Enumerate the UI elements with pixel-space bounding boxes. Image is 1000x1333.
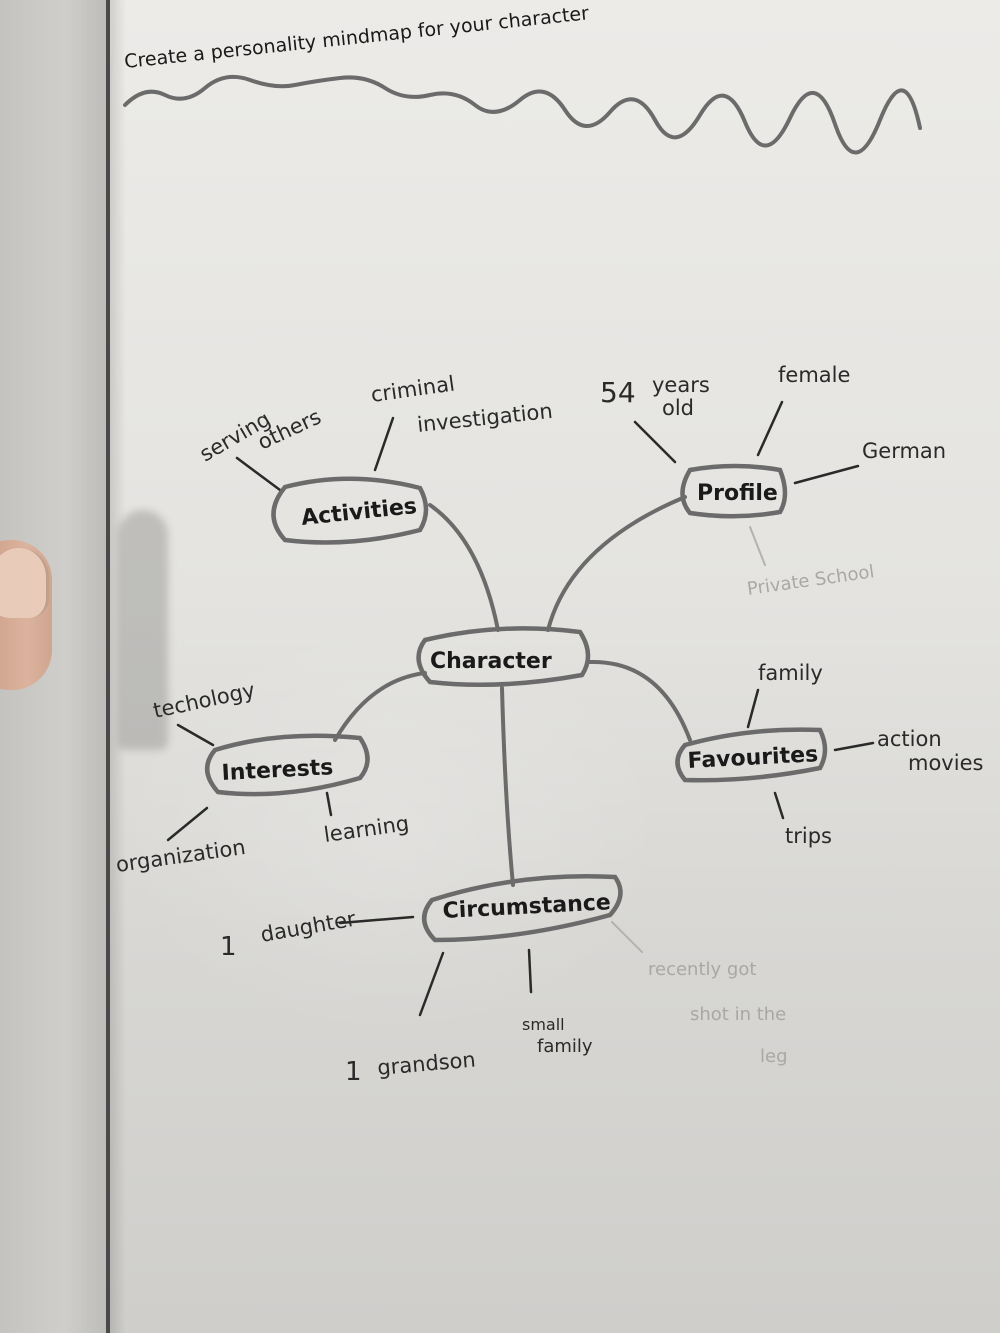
- node-character: Character: [416, 626, 591, 688]
- leaf-family: family: [758, 661, 823, 685]
- node-profile: Profile: [680, 463, 788, 519]
- svg-text:Circumstance: Circumstance: [442, 890, 611, 924]
- erased-lines: [611, 526, 766, 953]
- leaf-female: female: [778, 363, 850, 387]
- connector-activities: [428, 503, 500, 632]
- page-title: Create a personality mindmap for your ch…: [123, 2, 590, 73]
- connector-favourites: [588, 659, 692, 742]
- leaf-lines: [166, 400, 875, 1017]
- leaf-german: German: [862, 439, 946, 463]
- hand-shadow: [118, 510, 168, 750]
- leaf-age-old: old: [662, 396, 694, 420]
- leaf-investigation: investigation: [416, 399, 554, 437]
- leaf-grandson: grandson: [376, 1047, 476, 1080]
- wavy-underline: [123, 74, 922, 155]
- light-spot: [110, 620, 670, 1040]
- leaf-age-number: 54: [600, 376, 636, 409]
- svg-text:Character: Character: [430, 649, 552, 674]
- leaf-action: action: [877, 727, 942, 751]
- gutter-shadow: [110, 0, 126, 1333]
- svg-text:Profile: Profile: [697, 481, 778, 506]
- connector-interests: [333, 671, 427, 742]
- leaf-small: small: [522, 1015, 565, 1034]
- leaf-criminal: criminal: [369, 371, 456, 407]
- leaf-private-school-erased: Private School: [746, 561, 876, 600]
- connector-profile: [546, 495, 687, 632]
- leaf-grandson-number: 1: [345, 1057, 362, 1087]
- svg-text:Interests: Interests: [221, 755, 334, 786]
- leaf-shot-line-1: recently got: [648, 959, 756, 980]
- connector-circumstance: [500, 686, 515, 887]
- leaf-small-family: family: [537, 1036, 593, 1057]
- leaf-learning: learning: [322, 811, 410, 847]
- leaf-organization: organization: [114, 835, 247, 877]
- leaf-trips: trips: [785, 824, 832, 848]
- leaf-daughter: daughter: [259, 907, 358, 947]
- node-activities: Activities: [271, 476, 429, 545]
- notebook-page: [110, 0, 1000, 1333]
- node-interests: Interests: [205, 733, 370, 797]
- thumbnail: [0, 548, 49, 618]
- branch-connectors: [333, 495, 692, 887]
- leaf-movies: movies: [908, 751, 983, 775]
- leaf-techology: techology: [151, 678, 257, 723]
- svg-text:Activities: Activities: [300, 494, 418, 531]
- leaf-age-years: years: [652, 373, 710, 397]
- node-circumstance: Circumstance: [422, 873, 623, 943]
- svg-text:Favourites: Favourites: [687, 742, 819, 774]
- node-favourites: Favourites: [675, 727, 828, 783]
- leaf-daughter-number: 1: [220, 932, 237, 962]
- notebook-spine: [106, 0, 110, 1333]
- leaf-shot-line-3: leg: [760, 1046, 788, 1067]
- leaf-shot-line-2: shot in the: [690, 1004, 786, 1025]
